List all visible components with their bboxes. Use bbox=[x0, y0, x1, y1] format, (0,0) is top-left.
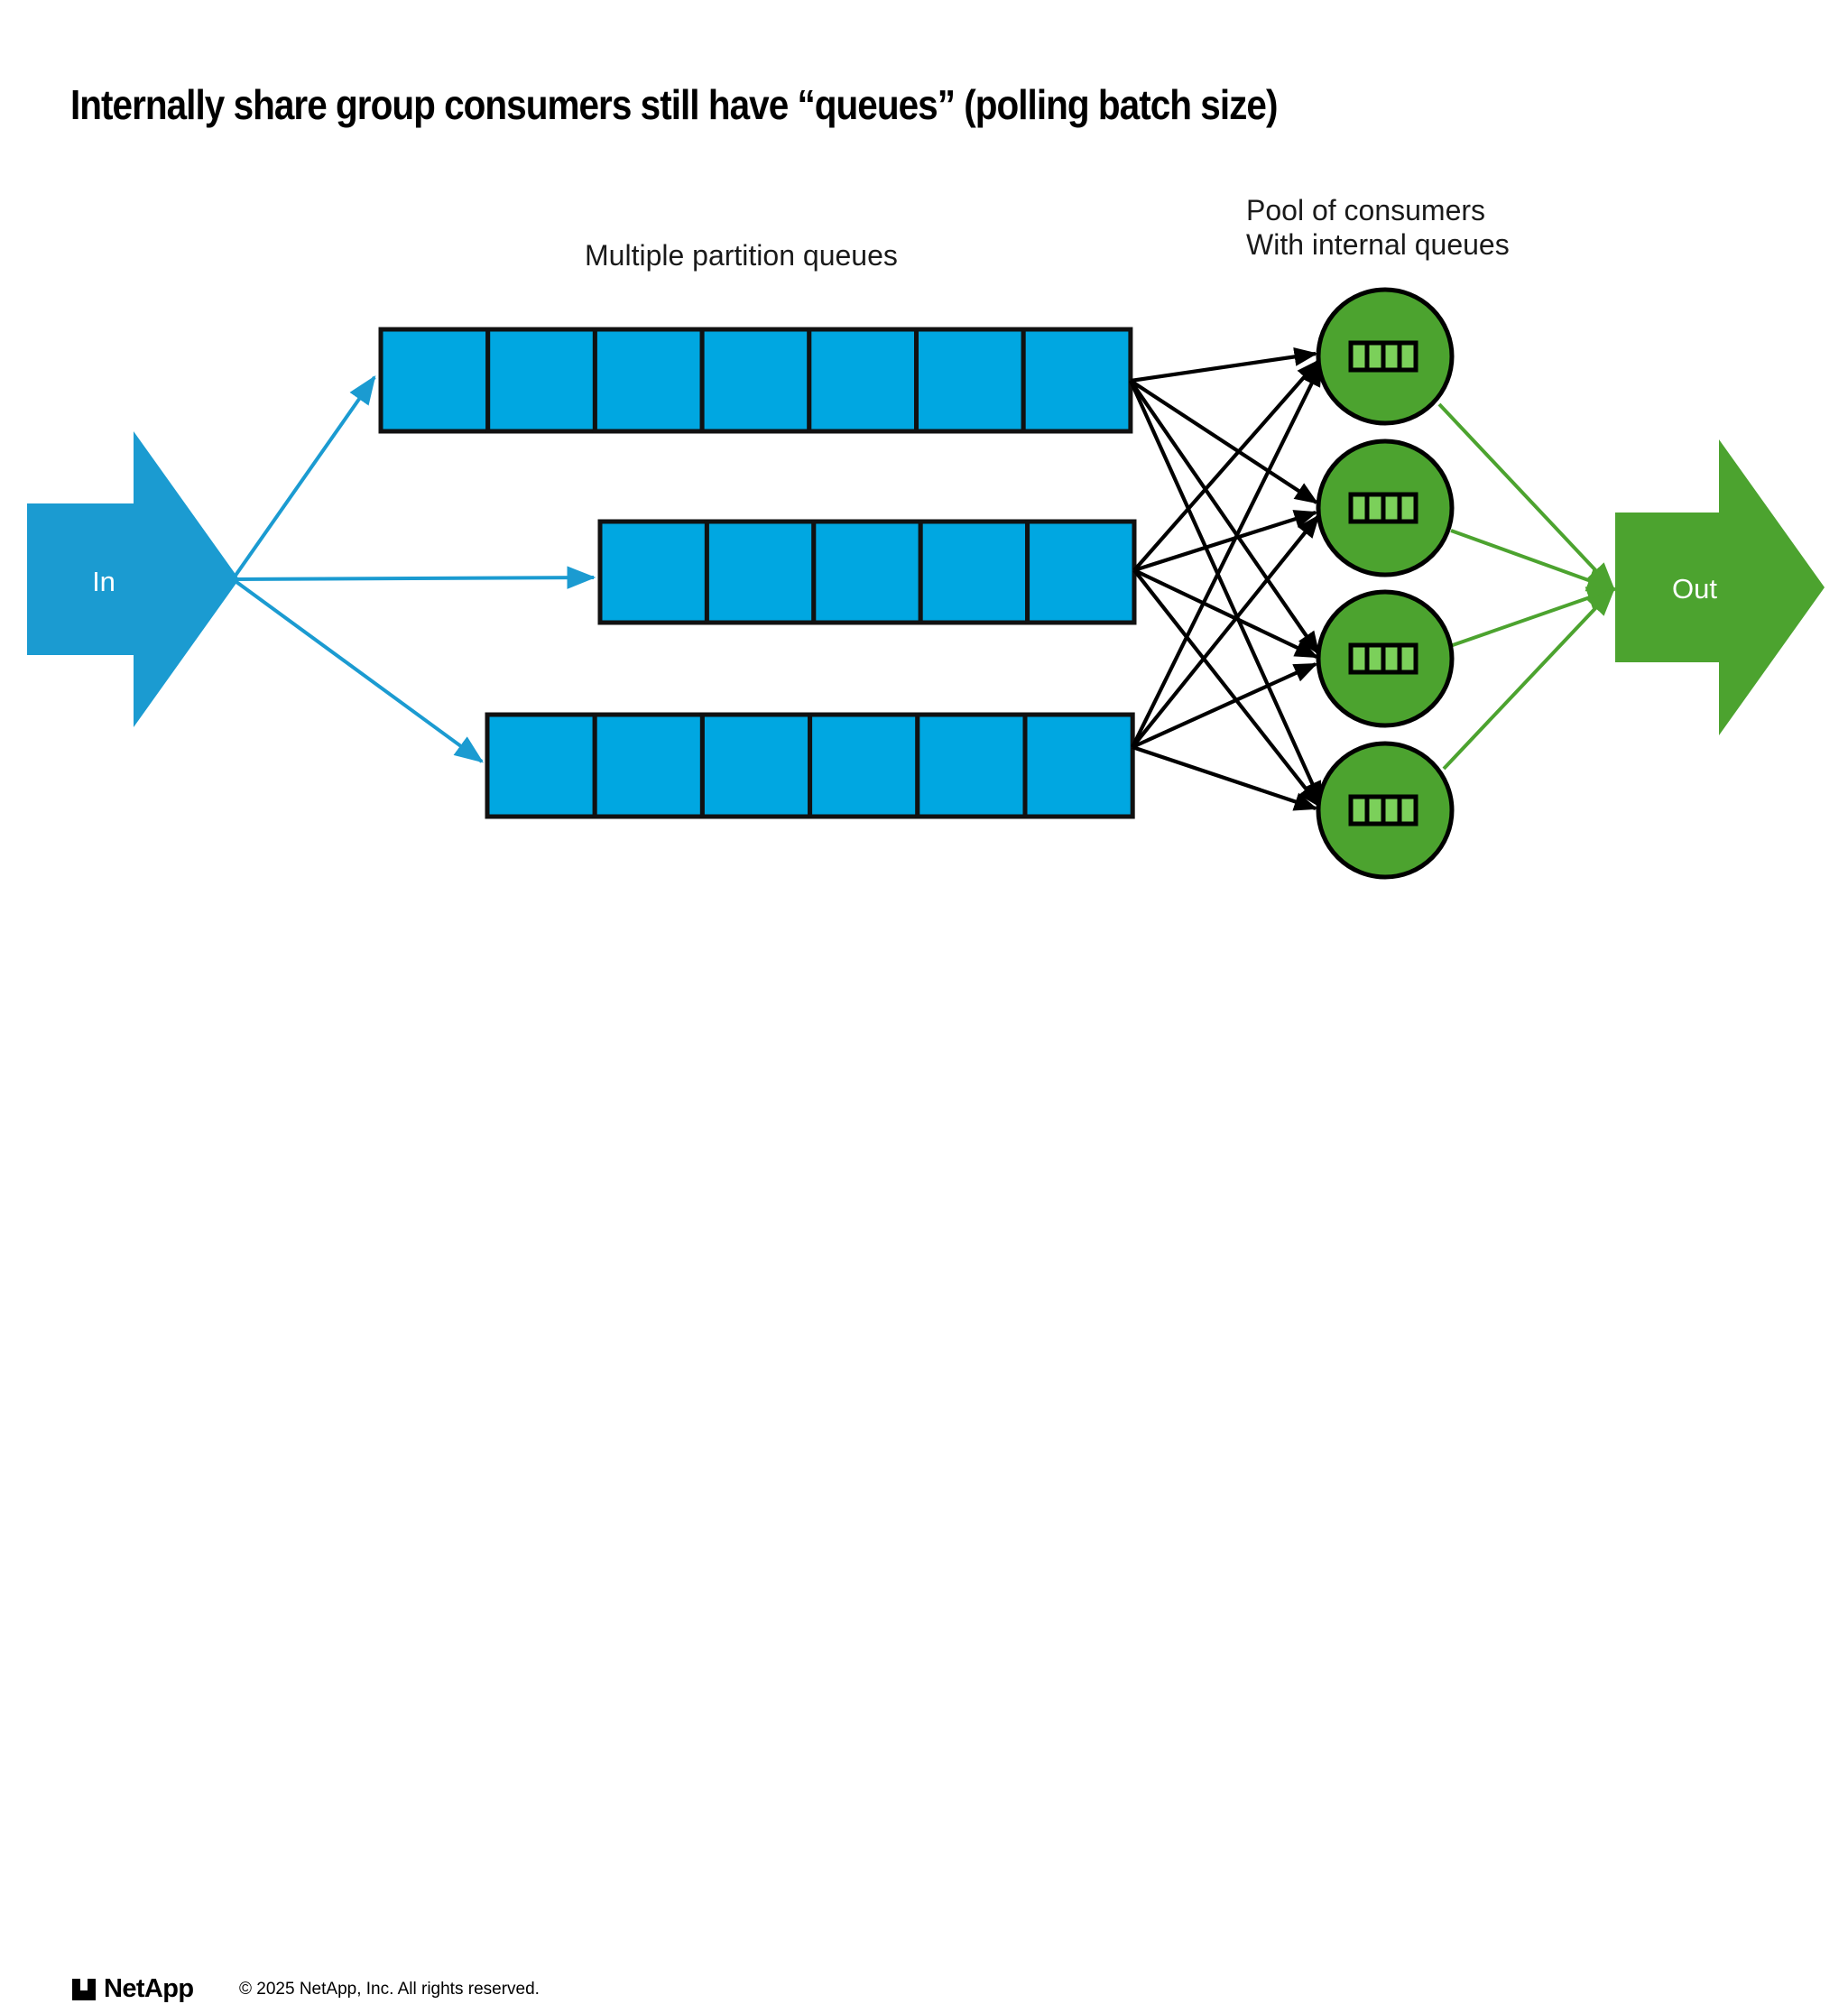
output-arrow-label: Out bbox=[1672, 573, 1717, 605]
mesh-edge-q2-c4 bbox=[1132, 568, 1321, 808]
queue-cell bbox=[1025, 519, 1137, 625]
consumer-4 bbox=[1316, 741, 1455, 880]
mesh-edge-q2-c2 bbox=[1133, 510, 1318, 573]
input-arrow-label: In bbox=[92, 566, 116, 597]
mesh-edge-q1-c1 bbox=[1130, 347, 1318, 383]
queue-cell bbox=[807, 327, 919, 434]
mesh-edge-q3-c3 bbox=[1132, 662, 1318, 749]
consumer-pool-label-line1: Pool of consumers bbox=[1246, 194, 1486, 226]
partition-queue-1 bbox=[378, 327, 1133, 434]
queue-cell bbox=[485, 712, 597, 819]
copyright-text: © 2025 NetApp, Inc. All rights reserved. bbox=[239, 1980, 540, 1999]
output-connector-4 bbox=[1442, 586, 1616, 771]
input-fanout-connectors bbox=[231, 375, 596, 763]
netapp-logo-mark-icon bbox=[72, 1978, 96, 2000]
consumer-1 bbox=[1316, 287, 1455, 426]
mesh-edge-q2-c3 bbox=[1133, 568, 1319, 659]
mesh-edge-q3-c1 bbox=[1131, 362, 1323, 748]
partition-queue-2 bbox=[597, 519, 1137, 625]
slide-footer: NetApp © 2025 NetApp, Inc. All rights re… bbox=[0, 984, 1848, 2003]
mesh-edge-q3-c2 bbox=[1131, 514, 1320, 749]
netapp-logo: NetApp bbox=[72, 1974, 194, 2004]
output-connector-2 bbox=[1450, 529, 1617, 592]
queue-cell bbox=[597, 519, 709, 625]
mesh-edge-q2-c1 bbox=[1132, 359, 1320, 572]
mesh-edge-q1-c4 bbox=[1129, 380, 1323, 806]
queue-cell bbox=[918, 519, 1030, 625]
input-connector-3 bbox=[231, 577, 484, 763]
queue-cell bbox=[811, 519, 923, 625]
slide-canvas: Internally share group consumers still h… bbox=[0, 81, 1848, 2003]
consumer-internal-queue bbox=[1348, 340, 1418, 373]
page-title: Internally share group consumers still h… bbox=[70, 81, 1278, 128]
output-fanin-connectors bbox=[1437, 402, 1617, 771]
partition-queue-3 bbox=[485, 712, 1135, 819]
consumer-internal-queue bbox=[1348, 492, 1418, 524]
queue-cell bbox=[704, 519, 817, 625]
output-connector-1 bbox=[1437, 402, 1616, 592]
queue-to-consumer-connectors bbox=[1129, 347, 1323, 811]
consumer-internal-queue bbox=[1348, 642, 1418, 675]
queue-cell bbox=[1022, 712, 1135, 819]
input-arrow: In bbox=[27, 431, 239, 727]
queue-cell bbox=[699, 327, 812, 434]
queue-cell bbox=[1021, 327, 1133, 434]
output-arrow: Out bbox=[1615, 439, 1825, 735]
consumer-2 bbox=[1316, 439, 1455, 577]
queue-cell bbox=[592, 712, 705, 819]
partition-queues-label: Multiple partition queues bbox=[585, 239, 898, 272]
consumer-internal-queue bbox=[1348, 794, 1418, 827]
queue-cell bbox=[592, 327, 705, 434]
input-connector-2 bbox=[232, 566, 596, 589]
queue-cell bbox=[699, 712, 813, 819]
mesh-edge-q1-c2 bbox=[1129, 379, 1319, 504]
output-connector-3 bbox=[1449, 586, 1617, 648]
queue-cell bbox=[914, 327, 1026, 434]
queue-cell bbox=[378, 327, 491, 434]
queue-cell bbox=[808, 712, 920, 819]
queue-cell bbox=[915, 712, 1028, 819]
consumer-pool-label-line2: With internal queues bbox=[1246, 227, 1510, 261]
netapp-logo-text: NetApp bbox=[104, 1974, 194, 2003]
mesh-edge-q1-c3 bbox=[1129, 379, 1320, 656]
flow-diagram: In bbox=[27, 287, 1825, 880]
consumer-pool-label: Pool of consumers With internal queues bbox=[1246, 194, 1510, 263]
input-connector-1 bbox=[231, 375, 376, 581]
consumer-3 bbox=[1316, 589, 1455, 728]
queue-cell bbox=[485, 327, 597, 434]
mesh-edge-q3-c4 bbox=[1132, 745, 1318, 811]
